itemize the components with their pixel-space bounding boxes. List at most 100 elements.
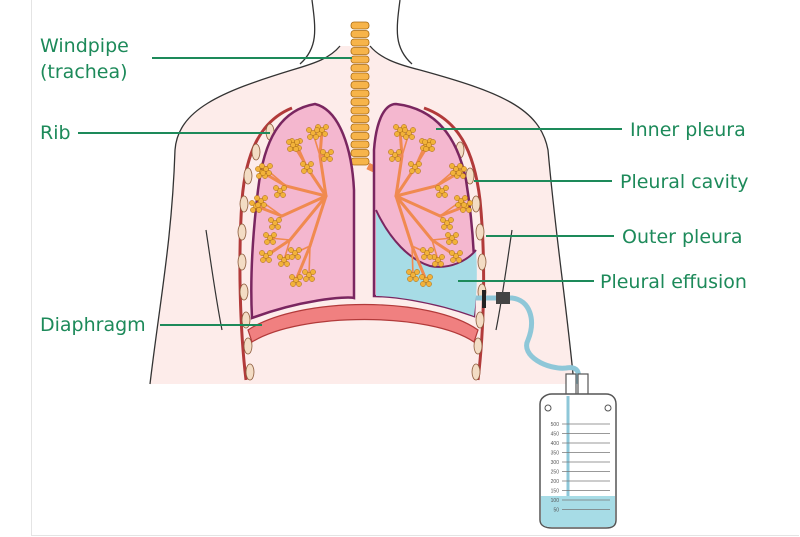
alveolus — [254, 195, 259, 200]
alveolus — [264, 239, 269, 244]
alveolus — [438, 261, 443, 266]
alveolus — [430, 139, 435, 144]
trachea-ring — [351, 31, 369, 38]
trachea-ring — [351, 150, 369, 157]
alveolus — [281, 185, 286, 190]
alveolus — [456, 257, 461, 262]
rib-segment — [246, 364, 254, 380]
alveolus — [429, 146, 434, 151]
alveolus — [395, 156, 400, 161]
rib-segment — [472, 196, 480, 212]
rib-segment — [476, 312, 484, 328]
alveolus — [277, 254, 282, 259]
alveolus — [450, 170, 455, 175]
alveolus — [296, 281, 301, 286]
rib-segment — [244, 168, 252, 184]
trachea-ring — [351, 39, 369, 46]
alveolus — [266, 257, 271, 262]
alveolus — [435, 185, 440, 190]
alveolus — [255, 202, 260, 207]
rib-segment — [252, 144, 260, 160]
alveolus — [409, 134, 414, 139]
rib-segment — [478, 254, 486, 270]
alveolus — [260, 170, 265, 175]
alveolus — [250, 207, 255, 212]
alveolus — [428, 247, 433, 252]
alveolus — [249, 200, 254, 205]
alveolus — [422, 139, 427, 144]
scale-label: 350 — [551, 451, 560, 457]
rib-segment — [240, 196, 248, 212]
alveolus — [320, 149, 325, 154]
trachea-ring — [351, 116, 369, 123]
alveolus — [388, 149, 393, 154]
alveolus — [288, 247, 293, 252]
label-trachea: (trachea) — [40, 60, 128, 84]
alveolus — [321, 156, 326, 161]
alveolus — [278, 261, 283, 266]
alveolus — [466, 207, 471, 212]
alveolus — [302, 269, 307, 274]
alveolus — [449, 250, 454, 255]
trachea-ring — [351, 107, 369, 114]
rib-segment — [240, 284, 248, 300]
trachea-ring — [351, 82, 369, 89]
alveolus — [441, 224, 446, 229]
label-pleural-effusion: Pleural effusion — [600, 270, 747, 294]
alveolus — [450, 257, 455, 262]
rib-segment — [238, 224, 246, 240]
alveolus — [327, 156, 332, 161]
alveolus — [448, 217, 453, 222]
alveolus — [328, 149, 333, 154]
alveolus — [307, 134, 312, 139]
alveolus — [410, 127, 415, 132]
trachea-ring — [351, 56, 369, 63]
rib-segment — [244, 338, 252, 354]
alveolus — [322, 131, 327, 136]
alveolus — [295, 254, 300, 259]
alveolus — [294, 139, 299, 144]
alveolus — [402, 127, 407, 132]
alveolus — [261, 202, 266, 207]
alveolus — [446, 239, 451, 244]
alveolus — [414, 269, 419, 274]
alveolus — [284, 261, 289, 266]
alveolus — [307, 168, 312, 173]
alveolus — [436, 192, 441, 197]
rib-segment — [472, 364, 480, 380]
alveolus — [467, 200, 472, 205]
alveolus — [409, 168, 414, 173]
alveolus — [427, 274, 432, 279]
alveolus — [393, 124, 398, 129]
trachea-ring — [351, 73, 369, 80]
alveolus — [263, 232, 268, 237]
alveolus — [403, 134, 408, 139]
alveolus — [442, 192, 447, 197]
scale-label: 250 — [551, 470, 560, 476]
alveolus — [310, 269, 315, 274]
alveolus — [462, 195, 467, 200]
alveolus — [426, 281, 431, 286]
alveolus — [413, 276, 418, 281]
scale-label: 200 — [551, 479, 560, 485]
alveolus — [416, 161, 421, 166]
alveolus — [256, 207, 261, 212]
alveolus — [275, 224, 280, 229]
label-outer-pleura: Outer pleura — [622, 225, 743, 249]
alveolus — [274, 192, 279, 197]
trachea-ring — [351, 48, 369, 55]
alveolus — [260, 257, 265, 262]
alveolus — [453, 232, 458, 237]
trachea-ring — [351, 133, 369, 140]
rib-segment — [238, 254, 246, 270]
alveolus — [408, 161, 413, 166]
alveolus — [309, 276, 314, 281]
scale-label: 100 — [551, 498, 560, 504]
scale-label: 150 — [551, 489, 560, 495]
alveolus — [259, 250, 264, 255]
scale-label: 50 — [553, 508, 559, 514]
alveolus — [301, 168, 306, 173]
alveolus — [449, 163, 454, 168]
alveolus — [296, 247, 301, 252]
alveolus — [427, 254, 432, 259]
